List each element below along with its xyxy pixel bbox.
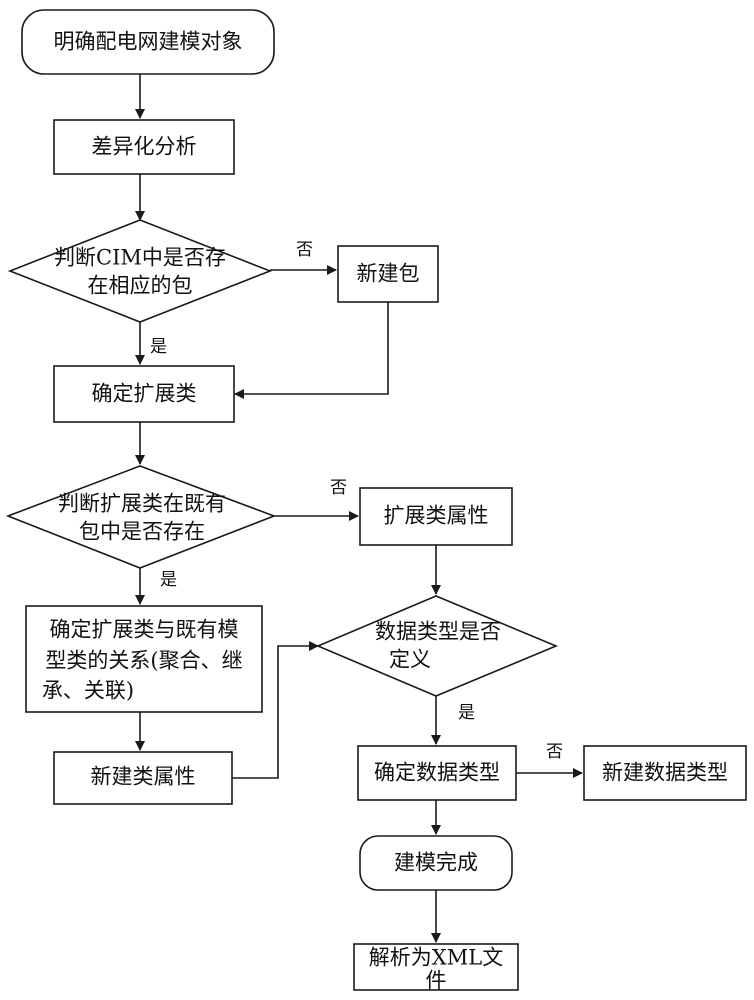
node-judge-class-exists: 判断扩展类在既有 包中是否存在 [5, 465, 277, 569]
node-new-datatype: 新建数据类型 [583, 745, 747, 801]
node-new-package: 新建包 [337, 245, 439, 303]
node-determine-extension-class: 确定扩展类 [53, 365, 235, 423]
node-modeling-complete-label: 建模完成 [394, 851, 478, 875]
node-judge-package: 判断CIM中是否存 在相应的包 [7, 219, 273, 323]
branch-label-class-yes: 是 [160, 570, 177, 590]
node-define-object-label: 明确配电网建模对象 [54, 30, 243, 54]
node-extension-class-attribute: 扩展类属性 [359, 487, 513, 546]
branch-label-datatype-no: 否 [546, 742, 563, 762]
node-parse-xml-line2: 件 [426, 969, 447, 993]
node-new-datatype-label: 新建数据类型 [602, 761, 728, 785]
node-extension-class-attribute-label: 扩展类属性 [384, 504, 489, 528]
node-difference-analysis-label: 差异化分析 [92, 135, 197, 159]
edge-new-attribute-to-judge-datatype [232, 641, 319, 779]
node-determine-extension-class-label: 确定扩展类 [92, 382, 197, 406]
node-determine-relationship-line2: 型类的关系(聚合、继 [45, 649, 242, 673]
node-define-object: 明确配电网建模对象 [21, 9, 275, 75]
node-parse-xml-line1: 解析为XML文 [369, 946, 503, 970]
branch-label-package-no: 否 [296, 240, 313, 260]
node-judge-class-exists-line1: 判断扩展类在既有 [58, 492, 226, 516]
node-new-class-attribute: 新建类属性 [53, 751, 233, 805]
node-parse-xml: 解析为XML文 件 [353, 943, 519, 993]
node-difference-analysis: 差异化分析 [53, 119, 235, 175]
node-judge-datatype-defined-line1: 数据类型是否 [375, 620, 501, 644]
edge-new-package-to-extension-class [234, 302, 389, 399]
node-determine-relationship-line3: 承、关联) [42, 679, 134, 703]
node-determine-relationship: 确定扩展类与既有模 型类的关系(聚合、继 承、关联) [25, 605, 263, 713]
node-new-class-attribute-label: 新建类属性 [91, 765, 196, 789]
branch-label-class-no: 否 [330, 478, 347, 498]
branch-label-package-yes: 是 [150, 337, 167, 357]
node-determine-datatype-label: 确定数据类型 [374, 761, 500, 785]
node-judge-datatype-defined-line2: 定义 [389, 648, 431, 672]
node-judge-package-line2: 在相应的包 [88, 274, 193, 298]
node-determine-datatype: 确定数据类型 [357, 745, 517, 801]
branch-label-datatype-yes: 是 [458, 703, 475, 723]
node-modeling-complete: 建模完成 [359, 835, 513, 891]
node-judge-datatype-defined: 数据类型是否 定义 [315, 595, 559, 697]
node-judge-package-line1: 判断CIM中是否存 [54, 246, 226, 270]
node-judge-class-exists-line2: 包中是否存在 [79, 520, 205, 544]
node-determine-relationship-line1: 确定扩展类与既有模 [50, 618, 239, 642]
node-new-package-label: 新建包 [357, 262, 420, 286]
